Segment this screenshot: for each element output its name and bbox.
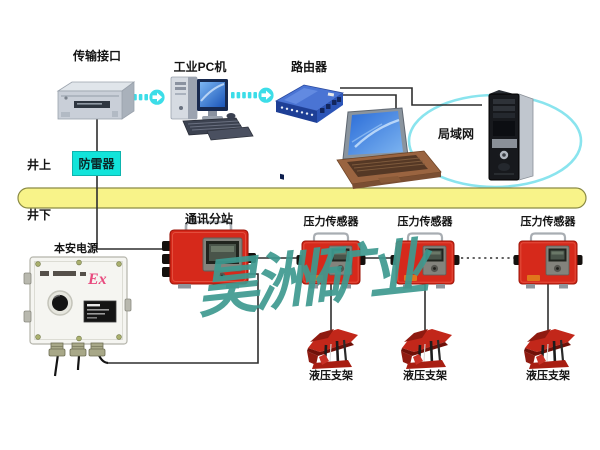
ex-badge: Ex — [87, 271, 107, 288]
hydraulic-support-label: 液压支架 — [309, 370, 353, 382]
comm-substation-icon — [162, 220, 256, 289]
hydraulic-support-label: 液压支架 — [526, 370, 570, 382]
pressure-sensor-icon — [389, 232, 461, 290]
hydraulic-support-icon — [522, 327, 577, 371]
pressure-sensor-label: 压力传感器 — [520, 216, 576, 228]
surface-bar — [17, 187, 587, 209]
hydraulic-support-icon — [305, 327, 360, 371]
power-supply-label: 本安电源 — [54, 243, 98, 255]
line-arrester-to-substation — [96, 119, 170, 250]
hydraulic-support-label: 液压支架 — [403, 370, 447, 382]
cable-glands — [48, 342, 106, 357]
line-substation-to-power-loop — [108, 273, 259, 364]
surface-below-label: 井下 — [26, 208, 51, 222]
lan-label: 局域网 — [437, 127, 474, 141]
power-box-icon: Ex — [23, 256, 132, 357]
pressure-sensor-icon — [295, 232, 367, 290]
router-icon — [274, 84, 344, 180]
desktop-pc-icon — [170, 76, 254, 141]
pressure-sensor-label: 压力传感器 — [397, 216, 453, 228]
router-label: 路由器 — [290, 60, 327, 74]
lightning-arrester: 防雷器 — [72, 151, 121, 176]
pressure-sensor-icon — [512, 232, 584, 290]
hydraulic-support-icon — [399, 327, 454, 371]
transmission-interface-label: 传输接口 — [72, 49, 121, 63]
substation-label: 通讯分站 — [184, 212, 233, 226]
industrial-pc-label: 工业PC机 — [173, 60, 227, 74]
line-router-to-lan — [340, 87, 482, 106]
rack-server-icon — [56, 81, 136, 120]
surface-above-label: 井上 — [26, 158, 51, 172]
flow-arrow-icon — [231, 87, 274, 103]
tower-pc-icon — [488, 90, 534, 181]
laptop-icon — [336, 107, 442, 189]
pressure-sensor-label: 压力传感器 — [303, 216, 359, 228]
